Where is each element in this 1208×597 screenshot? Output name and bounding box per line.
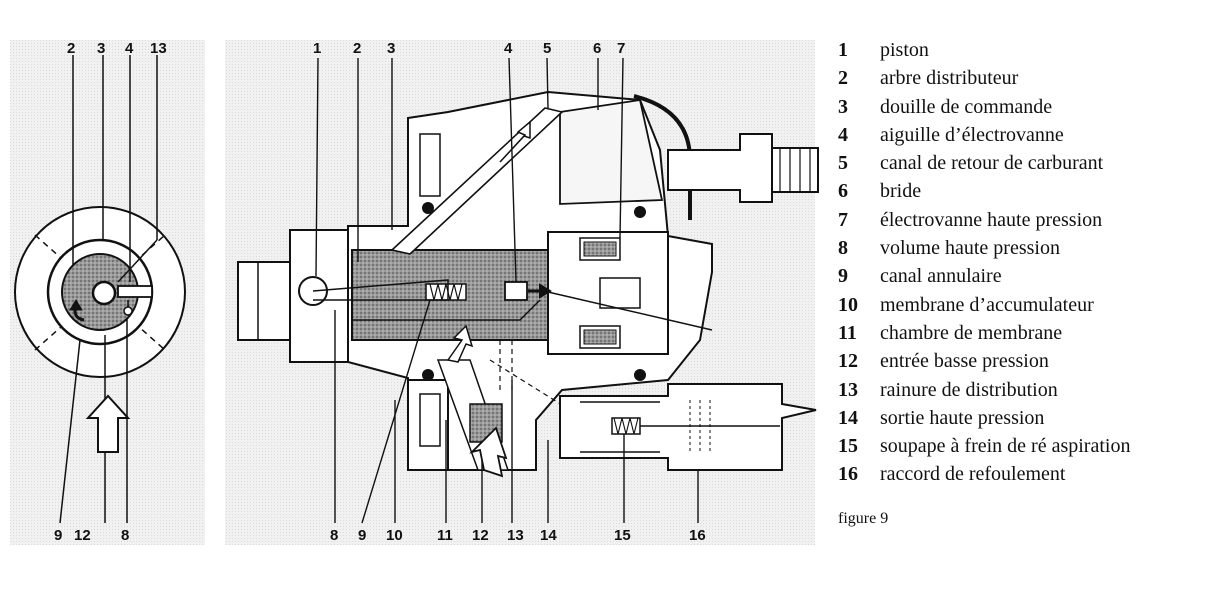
legend-number: 10 [838,293,858,316]
legend-number: 8 [838,237,848,260]
legend-label: douille de commande [880,95,1053,118]
legend-label: raccord de refoulement [880,463,1066,486]
left-callout-13: 13 [150,40,167,57]
main-callout-16: 16 [689,527,706,544]
right-fitting [667,133,773,203]
flange [559,98,664,205]
legend-number: 16 [838,463,858,486]
main-callout-14: 14 [540,527,557,544]
legend-label: aiguille d’électrovanne [880,123,1064,146]
main-callout-5: 5 [543,40,551,57]
inlet-arrow-main-icon [469,426,508,478]
main-callout-15: 15 [614,527,631,544]
legend-item: 3 douille de commande [838,93,1198,121]
legend-label: canal de retour de carburant [880,152,1104,175]
main-callout-7: 7 [617,40,625,57]
center-bore [91,280,117,306]
main-callout-11: 11 [437,527,453,544]
main-callout-6: 6 [593,40,601,57]
main-callout-2: 2 [353,40,361,57]
legend-number: 1 [838,39,848,61]
distribution-groove [117,285,153,298]
left-callout-12: 12 [74,527,91,544]
left-bottom-callouts: 9 12 8 [54,527,129,544]
main-callout-3: 3 [387,40,395,57]
main-callout-13: 13 [507,527,524,544]
legend-item: 6 bride [838,177,1198,205]
left-callout-9: 9 [54,527,62,544]
legend-item: 12 entrée basse pression [838,347,1198,375]
legend-number: 15 [838,435,858,458]
legend-label: entrée basse pression [880,350,1049,373]
main-callout-1: 1 [313,40,321,57]
legend-number: 6 [838,180,848,203]
legend-item: 1 piston [838,36,1198,64]
legend-number: 4 [838,123,848,146]
legend-number: 11 [838,321,857,344]
return-channel [390,107,564,255]
legend-label: arbre distributeur [880,67,1019,90]
legend-item: 5 canal de retour de carburant [838,149,1198,177]
legend-label: piston [880,39,929,61]
legend-label: bride [880,180,922,203]
legend-label: chambre de membrane [880,321,1063,344]
delivery-connection [559,383,817,471]
main-bottom-callouts: 8 9 10 11 12 13 14 15 16 [330,527,706,544]
end-nut [237,261,291,341]
legend-label: soupape à frein de ré aspiration [880,435,1131,458]
legend-item: 9 canal annulaire [838,262,1198,290]
legend-number: 14 [838,406,858,429]
left-callout-8: 8 [121,527,129,544]
left-callout-2: 2 [67,40,75,57]
legend-number: 7 [838,208,848,231]
left-callout-3: 3 [97,40,105,57]
legend-item: 7 électrovanne haute pression [838,206,1198,234]
legend-label: électrovanne haute pression [880,208,1103,231]
main-callout-9: 9 [358,527,366,544]
left-top-callouts: 2 3 4 13 [67,40,167,57]
main-callout-8: 8 [330,527,338,544]
legend-item: 15 soupape à frein de ré aspiration [838,432,1198,460]
legend-item: 11 chambre de membrane [838,319,1198,347]
legend-number: 12 [838,350,858,373]
legend-label: rainure de distribution [880,378,1058,401]
legend-number: 13 [838,378,858,401]
legend-label: sortie haute pression [880,406,1045,429]
solenoid-needle [504,281,528,301]
legend-number: 2 [838,67,848,90]
main-top-callouts: 1 2 3 4 5 6 7 [313,40,625,57]
legend-item: 16 raccord de refoulement [838,460,1198,488]
legend-item: 14 sortie haute pression [838,404,1198,432]
legend-label: volume haute pression [880,237,1060,260]
legend-label: membrane d’accumulateur [880,293,1094,316]
legend-number: 5 [838,152,848,175]
main-section-view [225,40,819,545]
inlet-arrow-icon [85,394,131,453]
legend-label: canal annulaire [880,265,1002,288]
legend-item: 2 arbre distributeur [838,64,1198,92]
legend: 1 piston 2 arbre distributeur 3 douille de … [838,36,1198,489]
main-callout-10: 10 [386,527,403,544]
left-callout-4: 4 [125,40,134,57]
main-callout-4: 4 [504,40,513,57]
legend-item: 4 aiguille d’électrovanne [838,121,1198,149]
left-section-view [10,40,205,545]
legend-item: 8 volume haute pression [838,234,1198,262]
legend-number: 9 [838,265,848,288]
main-callout-12: 12 [472,527,489,544]
legend-item: 13 rainure de distribution [838,376,1198,404]
legend-number: 3 [838,95,848,118]
legend-item: 10 membrane d’accumulateur [838,291,1198,319]
figure-caption: figure 9 [838,510,889,527]
